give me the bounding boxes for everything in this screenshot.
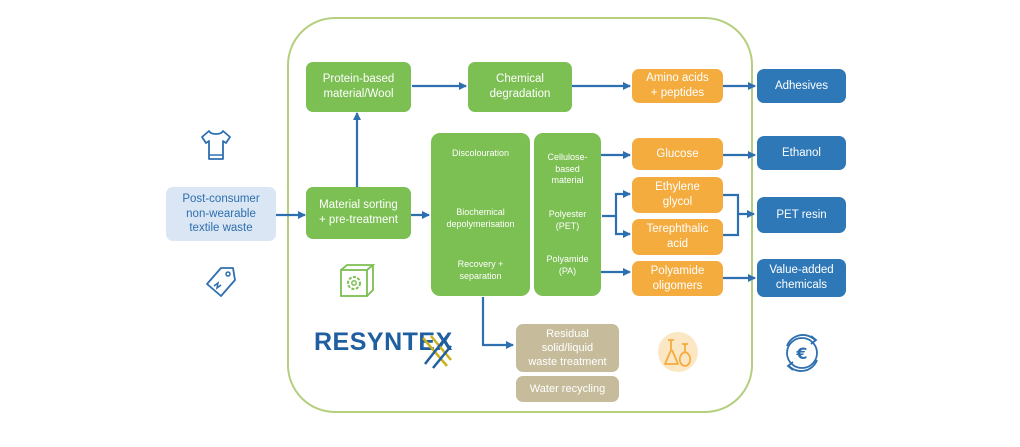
adhesives-box: Adhesives <box>757 69 846 103</box>
materials-column: Cellulose- based material Polyester (PET… <box>534 133 601 296</box>
lab-flasks-icon <box>658 332 698 372</box>
water-recycling-box: Water recycling <box>516 376 619 402</box>
chemical-degradation-box: Chemical degradation <box>468 62 572 112</box>
residual-waste-box: Residual solid/liquid waste treatment <box>516 324 619 372</box>
resyntex-logo: RESYNTEX <box>314 328 453 356</box>
euro-cycle-icon: € <box>786 334 818 372</box>
recovery-label: Recovery + separation <box>457 259 504 281</box>
discolouration-label: Discolouration <box>451 148 510 158</box>
glucose-box: Glucose <box>632 138 723 170</box>
pet-resin-box: PET resin <box>757 197 846 233</box>
polyester-label: Polyester (PET) <box>548 209 587 231</box>
process-steps-column: Discolouration Biochemical depolymerisat… <box>431 133 530 296</box>
ethylene-glycol-box: Ethylene glycol <box>632 177 723 213</box>
svg-text:€: € <box>795 344 807 363</box>
price-tag-icon <box>206 267 236 297</box>
polyamide-oligomers-box: Polyamide oligomers <box>632 261 723 296</box>
gear-box-icon <box>340 264 376 297</box>
terephthalic-acid-box: Terephthalic acid <box>632 219 723 255</box>
logo-mesh-icon <box>422 335 452 369</box>
cellulose-label: Cellulose- based material <box>547 152 588 186</box>
material-sorting-box: Material sorting + pre-treatment <box>306 187 411 239</box>
polyamide-label: Polyamide (PA) <box>546 254 589 276</box>
t-shirt-icon <box>201 130 231 160</box>
ethanol-box: Ethanol <box>757 136 846 170</box>
protein-material-box: Protein-based material/Wool <box>306 62 411 112</box>
value-added-chemicals-box: Value-added chemicals <box>757 259 846 297</box>
biochemical-label: Biochemical depolymerisation <box>446 207 515 229</box>
amino-acids-box: Amino acids + peptides <box>632 69 723 103</box>
input-textile-waste: Post-consumer non-wearable textile waste <box>166 187 276 241</box>
